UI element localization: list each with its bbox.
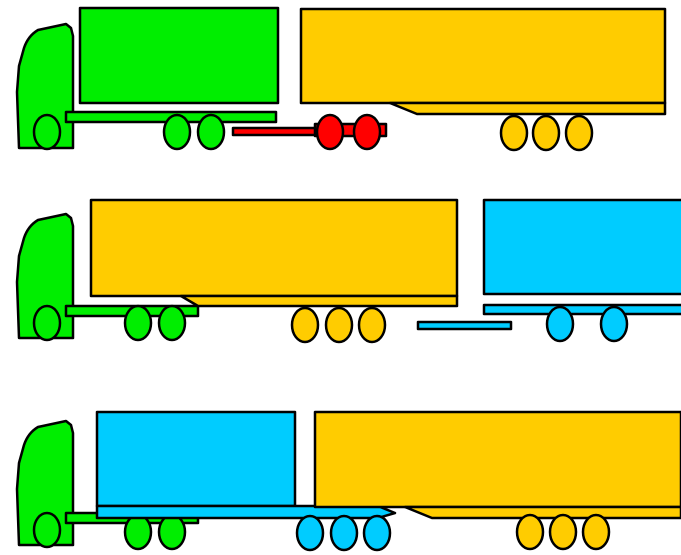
semitrailer-wheel (583, 515, 609, 549)
link-trailer-wheel (297, 516, 323, 550)
link-trailer-wheel (331, 516, 357, 550)
truck-rear-wheel (198, 115, 224, 149)
semitrailer-wheel (566, 116, 592, 150)
truck-box (80, 8, 278, 103)
tractor-rear-wheel (159, 306, 185, 340)
semitrailer-box (301, 9, 665, 103)
semitrailer-chassis (390, 103, 665, 114)
tractor-front-wheel (34, 306, 60, 340)
semitrailer-box (91, 200, 457, 296)
semitrailer-chassis (181, 296, 457, 306)
semitrailer-wheel (517, 515, 543, 549)
combination-2 (17, 200, 681, 342)
full-trailer-wheel (601, 307, 627, 341)
tractor-rear-wheel (125, 306, 151, 340)
link-trailer-box (97, 412, 295, 506)
semitrailer-wheel (326, 308, 352, 342)
combination-1 (17, 8, 665, 150)
full-trailer-wheel (547, 307, 573, 341)
semitrailer-wheel (501, 116, 527, 150)
tractor-rear-wheel (125, 515, 151, 549)
full-trailer-box (484, 200, 681, 294)
semitrailer-chassis (405, 507, 681, 518)
dolly-wheel (354, 115, 380, 149)
tractor-rear-wheel (159, 515, 185, 549)
semitrailer-wheel (533, 116, 559, 150)
dolly-drawbar (233, 128, 320, 135)
full-trailer-drawbar (418, 322, 511, 329)
semitrailer-wheel (550, 515, 576, 549)
full-trailer-chassis (484, 305, 681, 314)
dolly-wheel (317, 115, 343, 149)
semitrailer-wheel (359, 308, 385, 342)
semitrailer-wheel (292, 308, 318, 342)
tractor-front-wheel (34, 513, 60, 547)
truck-rear-wheel (164, 115, 190, 149)
semitrailer-box (315, 412, 681, 507)
combination-3 (17, 412, 681, 550)
link-trailer-wheel (364, 516, 390, 550)
truck-front-wheel (34, 115, 60, 149)
